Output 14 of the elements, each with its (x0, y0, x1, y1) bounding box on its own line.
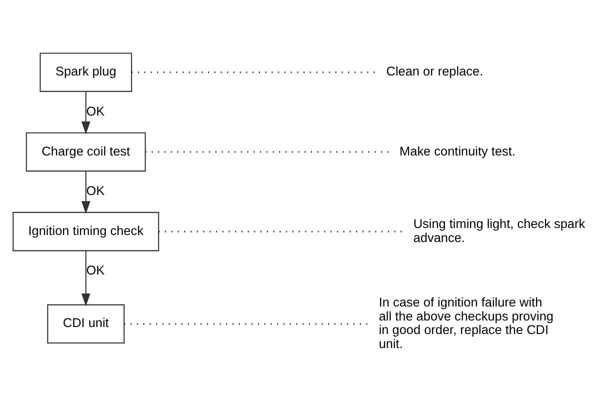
node-text: Using timing light, check spark advance. (413, 216, 586, 245)
arrow (81, 92, 90, 134)
node-text: Make continuity test. (400, 143, 516, 158)
node-box: Spark plug (40, 52, 132, 92)
node-box: Charge coil test (26, 132, 146, 172)
arrow (81, 250, 90, 306)
arrow (81, 171, 90, 214)
node-box: Ignition timing check (12, 212, 160, 252)
node-text: In case of ignition failure with all the above checkups proving in good order, replace the CDI unit. (378, 294, 554, 351)
node-box: CDI unit (47, 304, 125, 344)
edge-label: OK (86, 103, 105, 118)
edge-label: OK (86, 183, 105, 198)
edge-label: OK (86, 262, 105, 278)
node-text: Clean or replace. (386, 64, 484, 79)
